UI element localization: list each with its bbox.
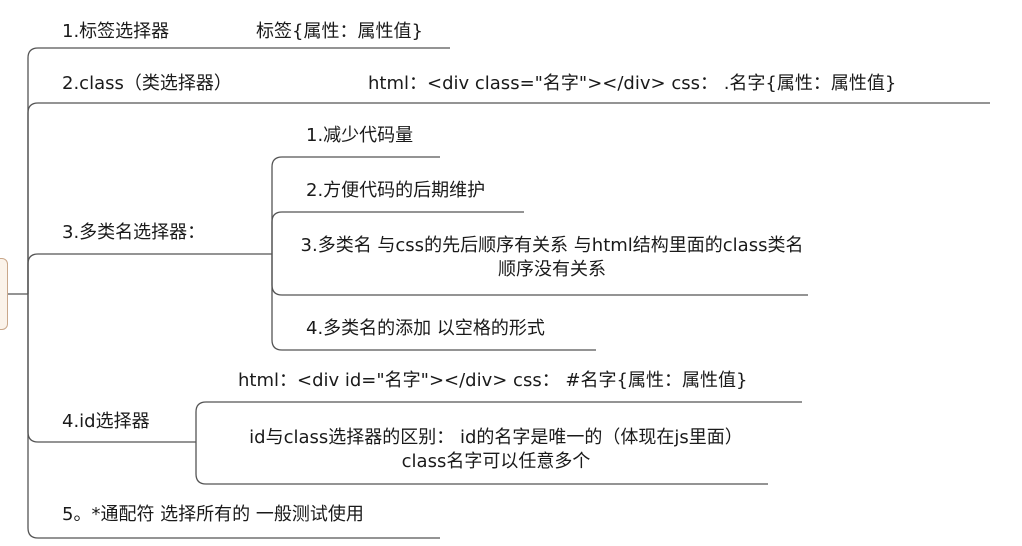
branch-1 xyxy=(27,47,450,294)
multi-class-item-2: 2.方便代码的后期维护 xyxy=(306,180,486,201)
tag-selector-syntax: 标签{属性：属性值} xyxy=(256,21,423,42)
wildcard-title: 5。*通配符 选择所有的 一般测试使用 xyxy=(62,504,364,525)
sub-branch-4-2 xyxy=(195,442,768,485)
sub-branch-4-1 xyxy=(195,401,802,442)
root-node xyxy=(0,258,8,330)
branch-5 xyxy=(27,294,440,539)
id-selector-title: 4.id选择器 xyxy=(62,411,150,432)
sub-branch-3-4 xyxy=(271,254,596,351)
multi-class-item-3: 3.多类名 与css的先后顺序有关系 与html结构里面的class类名顺序没有… xyxy=(300,235,804,280)
sub-branch-3-2 xyxy=(271,211,524,254)
id-selector-syntax: html：<div id="名字"></div> css： #名字{属性：属性值… xyxy=(238,370,748,391)
sub-branch-3-1 xyxy=(271,156,440,254)
tag-selector-title: 1.标签选择器 xyxy=(62,21,170,42)
class-selector-title: 2.class（类选择器） xyxy=(62,73,232,94)
branch-3 xyxy=(27,253,272,294)
branch-2 xyxy=(27,102,990,294)
multi-class-item-4: 4.多类名的添加 以空格的形式 xyxy=(306,318,545,339)
class-selector-syntax: html：<div class="名字"></div> css： .名字{属性：… xyxy=(368,73,897,94)
id-class-difference: id与class选择器的区别： id的名字是唯一的（体现在js里面） class… xyxy=(249,427,743,472)
multi-class-title: 3.多类名选择器： xyxy=(62,222,206,243)
multi-class-item-1: 1.减少代码量 xyxy=(306,125,414,146)
